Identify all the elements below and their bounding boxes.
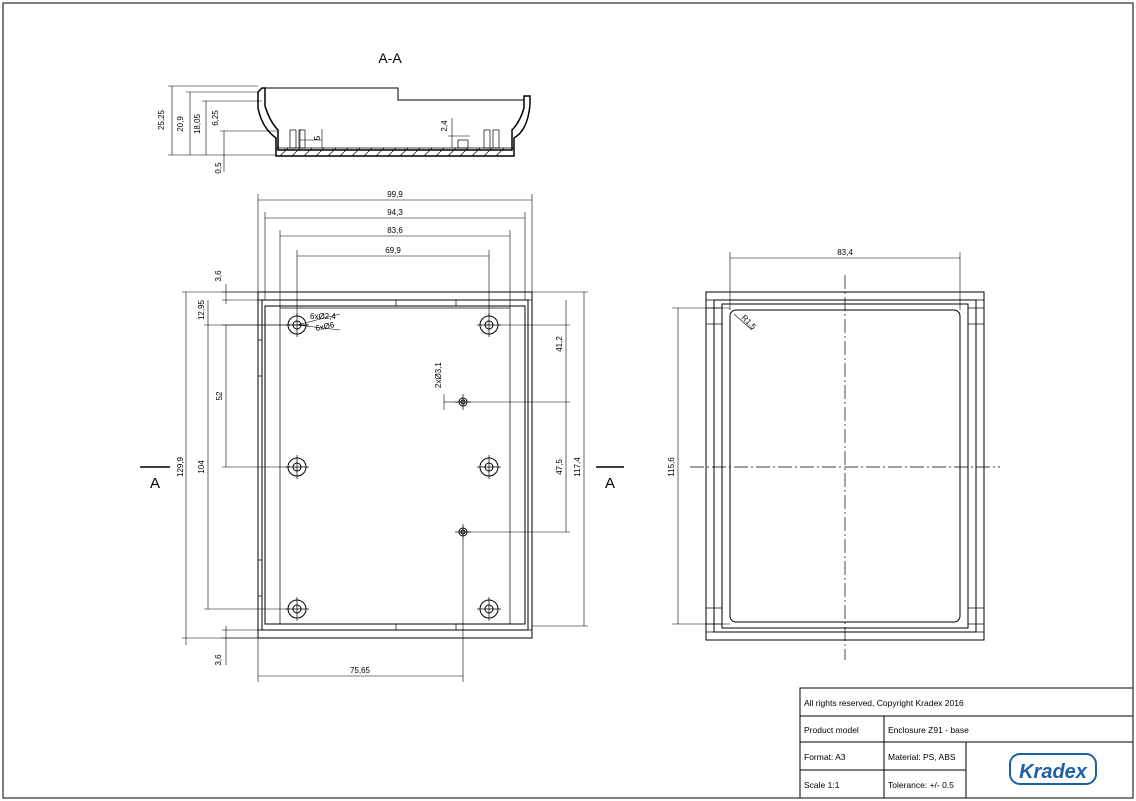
dim-83-6: 83,6 xyxy=(387,226,403,235)
dim-52: 52 xyxy=(215,391,224,400)
tb-format: Format: A3 xyxy=(804,752,846,762)
tb-product-model-label: Product model xyxy=(804,725,859,735)
dim-3-6-bottom: 3,6 xyxy=(214,654,223,666)
tb-product-model-value: Enclosure Z91 - base xyxy=(888,725,969,735)
dim-25-25: 25,25 xyxy=(157,109,166,130)
rv-panel xyxy=(729,309,961,623)
rv-dims xyxy=(672,252,961,625)
body-outer xyxy=(257,291,533,639)
section-mark-left: A xyxy=(150,475,160,492)
tb-material: Material: PS, ABS xyxy=(888,752,956,762)
left-vertical-dims xyxy=(182,284,290,665)
boss-right-2 xyxy=(492,129,500,149)
small-boss xyxy=(457,139,469,149)
small-hole-callout: 2xØ3,1 xyxy=(434,362,443,388)
top-width-dims xyxy=(257,194,533,316)
dim-20-9: 20,9 xyxy=(176,116,185,132)
tb-tolerance: Tolerance: +/- 0.5 xyxy=(888,780,954,790)
section-label: A-A xyxy=(378,50,402,66)
dim-47-5: 47,5 xyxy=(555,459,564,475)
body-rim xyxy=(261,299,529,631)
title-block: All rights reserved, Copyright Kradex 20… xyxy=(799,687,1134,799)
bottom-width-dim xyxy=(257,540,464,682)
dim-69-9: 69,9 xyxy=(385,246,401,255)
section-mark-right: A xyxy=(605,475,615,492)
dim-r1-5: R1,5 xyxy=(740,313,759,332)
body-floor xyxy=(279,307,511,625)
dim-12-95: 12,95 xyxy=(197,299,206,320)
small-holes xyxy=(455,394,471,540)
dim-94-3: 94,3 xyxy=(387,208,403,217)
logo-badge xyxy=(1009,753,1097,785)
section-dim-lines xyxy=(168,85,470,172)
dim-104: 104 xyxy=(197,460,206,474)
side-slot-2 xyxy=(257,559,263,597)
right-vertical-dims xyxy=(468,291,588,627)
dim-0-5: 0,5 xyxy=(214,162,223,174)
dim-3-6-top: 3,6 xyxy=(214,270,223,282)
top-view: 99,9 94,3 83,6 69,9 xyxy=(140,190,624,682)
boss-right-1 xyxy=(483,129,491,149)
rv-corner-br xyxy=(967,607,985,625)
top-notch xyxy=(395,299,457,307)
dim-99-9: 99,9 xyxy=(387,190,403,199)
dim-117-4: 117,4 xyxy=(573,457,582,477)
dim-18-05: 18,05 xyxy=(193,113,202,134)
tb-scale: Scale 1:1 xyxy=(804,780,840,790)
right-view: 83,4 115,6 R1,5 xyxy=(667,248,1000,660)
dim-2-4: 2,4 xyxy=(440,120,449,132)
bottom-notch xyxy=(395,623,457,631)
hole-callout-6: 6xØ6 xyxy=(315,320,336,333)
logo-text: Kradex xyxy=(1019,761,1088,783)
boss-left-1 xyxy=(289,129,297,149)
section-view: A-A xyxy=(157,50,531,174)
kradex-logo: Kradex xyxy=(1009,753,1097,785)
dim-6-25: 6,25 xyxy=(211,110,220,126)
dim-75-65: 75,65 xyxy=(350,666,371,675)
rv-corner-tr xyxy=(967,307,985,325)
dim-83-4: 83,4 xyxy=(837,248,853,257)
dim-115-6: 115,6 xyxy=(667,457,676,477)
section-outline xyxy=(257,87,531,157)
boss-left-2 xyxy=(298,129,306,149)
side-slot-1 xyxy=(257,339,263,377)
section-hatching xyxy=(279,147,505,157)
dim-129-9: 129,9 xyxy=(176,456,185,477)
dim-5: 5 xyxy=(313,135,322,140)
section-top-edge xyxy=(265,87,524,101)
tb-copyright: All rights reserved, Copyright Kradex 20… xyxy=(804,698,964,708)
hole-callout-2-4: 6xØ2,4 xyxy=(310,312,336,321)
mount-holes xyxy=(285,313,501,621)
dim-41-2: 41,2 xyxy=(555,336,564,352)
